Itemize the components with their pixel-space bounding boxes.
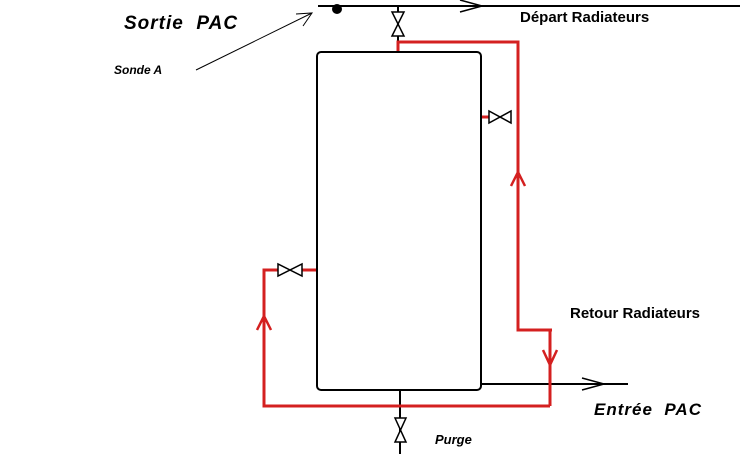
valve-left-icon <box>277 262 303 278</box>
label-purge: Purge <box>435 432 472 447</box>
retour-down-arrow-icon <box>541 349 559 368</box>
red-arrows <box>255 169 559 368</box>
label-sortie-pac: Sortie PAC <box>124 13 238 34</box>
depart-arrow-icon <box>459 0 485 13</box>
valve-right-icon <box>488 109 512 125</box>
sonde-pointer-arrow-icon <box>295 12 313 27</box>
right-riser-pipe <box>396 40 552 332</box>
entree-arrow-icon <box>581 377 607 391</box>
left-up-arrow-icon <box>255 313 273 331</box>
bottom-loop-pipe <box>262 268 550 408</box>
label-retour-radiateurs: Retour Radiateurs <box>570 305 700 322</box>
sensor-dot-icon <box>332 4 342 14</box>
valve-top-icon <box>390 11 406 37</box>
label-depart-radiateurs: Départ Radiateurs <box>520 9 649 26</box>
right-up-arrow-icon <box>509 169 527 187</box>
buffer-tank <box>316 51 482 391</box>
label-sonde-a: Sonde A <box>114 63 162 77</box>
label-entree-pac: Entrée PAC <box>594 400 702 419</box>
red-circuit <box>262 40 552 408</box>
valve-purge-icon <box>393 417 408 443</box>
sonde-pointer-line <box>195 12 313 71</box>
